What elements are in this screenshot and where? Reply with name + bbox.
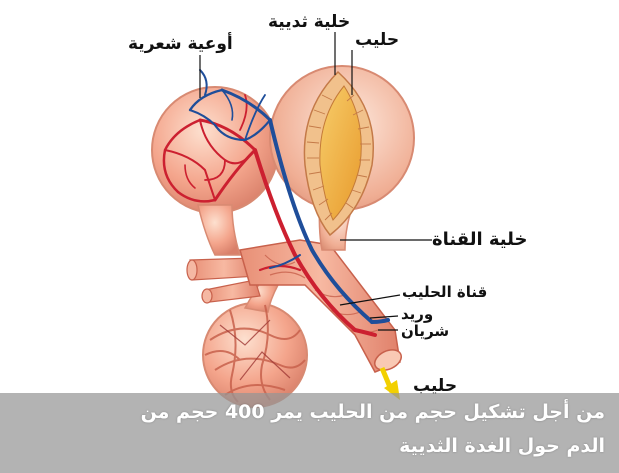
milk-top-label: حليب: [355, 30, 399, 50]
vein-label: وريد: [401, 305, 433, 323]
duct-cell-label: خلية القناة: [432, 229, 527, 250]
alveolus: [270, 66, 414, 250]
artery-label: شريان: [401, 322, 449, 340]
caption-line-2: الدم حول الغدة الثديية: [399, 435, 605, 457]
mammary-cell-label: خلية ثديية: [268, 12, 350, 32]
milk-duct-label: قناة الحليب: [402, 283, 487, 301]
caption-line-1: من أجل تشكيل حجم من الحليب يمر 400 حجم م…: [141, 401, 605, 423]
capillaries-label: أوعية شعرية: [128, 34, 233, 54]
caption-banner: من أجل تشكيل حجم من الحليب يمر 400 حجم م…: [0, 393, 619, 473]
